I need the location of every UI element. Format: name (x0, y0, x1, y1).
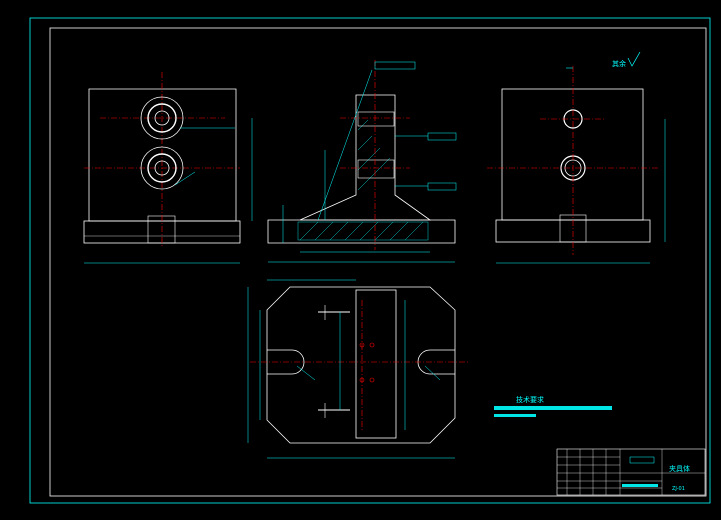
section-view (267, 60, 457, 263)
section-hatch-10 (357, 147, 381, 171)
right-view-body (501, 88, 644, 221)
left-view-body (88, 88, 237, 222)
section-hatch-11 (357, 157, 391, 191)
section-hatch-9 (357, 135, 373, 151)
top-view (247, 279, 470, 459)
title-block-code: ZJ-01 (672, 486, 685, 492)
roughness-symbol-icon (627, 51, 641, 67)
section-view-bore-lower (357, 159, 395, 179)
section-leader-diag (317, 69, 373, 221)
title-block-material-box (629, 456, 655, 464)
tolerance-frame-1 (427, 132, 457, 141)
left-view-bore-upper-inner (154, 110, 170, 126)
left-view-bore-lower-outer (140, 146, 184, 190)
top-view-hole-1 (359, 342, 365, 348)
section-hatch-8 (404, 221, 424, 241)
section-hatch-7 (389, 221, 409, 241)
title-block: 夹具体 ZJ-01 (556, 448, 706, 496)
section-hatch-6 (374, 221, 394, 241)
right-view (487, 66, 666, 264)
top-view-outline (266, 286, 456, 444)
section-hatch-4 (344, 221, 364, 241)
left-view-bore-upper-outer (140, 96, 184, 140)
title-block-drawing-name: 夹具体 (669, 464, 690, 473)
tolerance-frame-2 (427, 182, 457, 191)
section-hatch-1 (299, 221, 319, 241)
top-view-hole-2 (369, 342, 375, 348)
roughness-note-label: 其余 (612, 59, 626, 68)
section-hatch-2 (314, 221, 334, 241)
top-view-leader-right (424, 365, 441, 381)
title-block-fill-bar (622, 484, 658, 487)
section-hatch-3 (329, 221, 349, 241)
section-view-upright (299, 94, 432, 221)
top-view-hole-4 (369, 377, 375, 383)
sheet-inner-border (49, 27, 707, 497)
left-view-bore-lower-inner (154, 160, 170, 176)
tech-requirements-line-1 (494, 406, 612, 410)
sheet-outer-border (29, 17, 711, 504)
top-view-u-slot-left (267, 349, 305, 375)
top-view-leader-left (296, 365, 316, 381)
top-view-upright (355, 289, 397, 439)
left-view-bore-upper-mid (147, 103, 177, 133)
left-view-bore-lower-mid (147, 153, 177, 183)
tech-requirements-line-2 (494, 414, 536, 417)
top-view-hole-3 (359, 377, 365, 383)
tech-requirements-title: 技术要求 (516, 395, 544, 404)
title-block-frame (556, 448, 706, 496)
section-hatch-12 (357, 119, 369, 131)
tolerance-frame-3 (374, 61, 416, 70)
left-view-base-slot (147, 215, 176, 244)
section-view-bore-upper (357, 111, 395, 127)
left-view-leader-2 (174, 171, 196, 186)
left-view (83, 72, 253, 264)
